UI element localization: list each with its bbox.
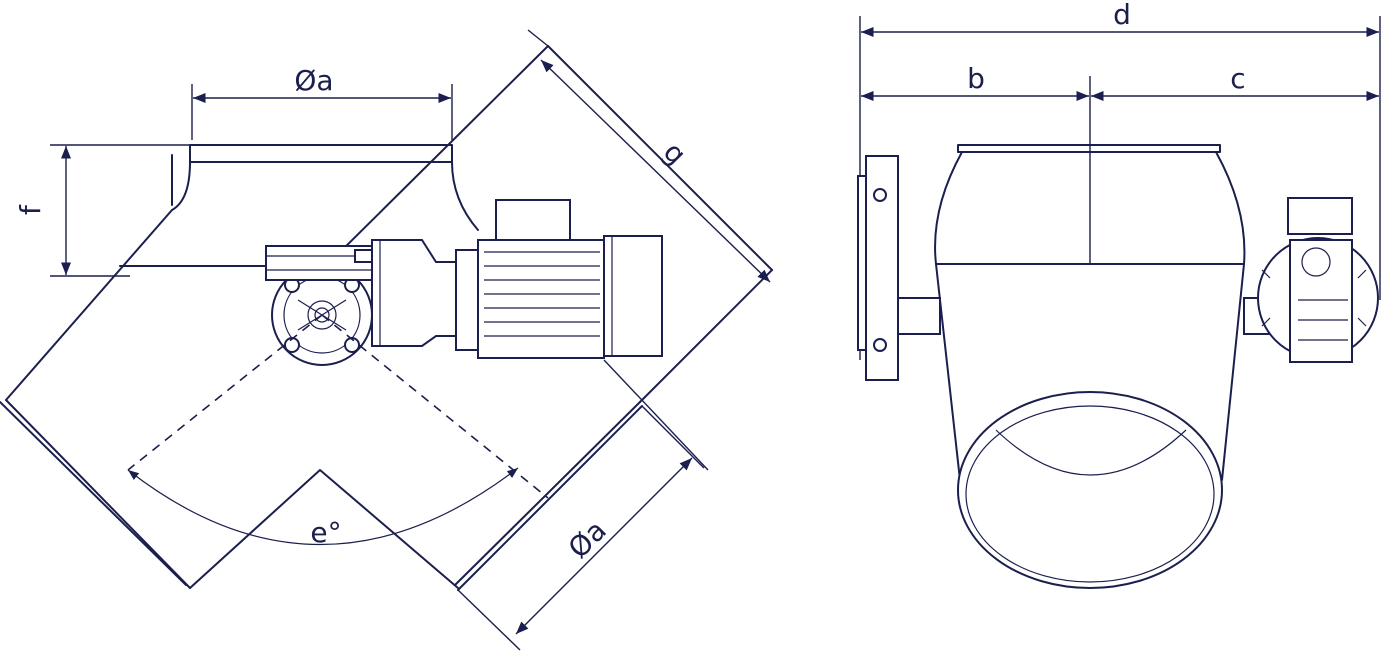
motor	[455, 199, 663, 359]
length-label: g	[657, 135, 693, 171]
dimension-height: f	[14, 144, 190, 277]
left-view: Øa f g e° Øa	[0, 29, 773, 651]
inlet-collar	[171, 144, 479, 231]
outlet-opening	[957, 391, 1223, 589]
dia-outlet-label: Øa	[562, 514, 613, 565]
mounting-plate	[857, 155, 941, 381]
angle-construction	[127, 314, 549, 546]
dimension-dia-top: Øa	[191, 64, 453, 140]
right-part-label: c	[1230, 62, 1245, 95]
gearbox-side	[1243, 197, 1379, 363]
total-width-label: d	[1113, 0, 1131, 31]
dimension-parts: b c	[861, 62, 1379, 264]
valve-body-side	[934, 144, 1246, 481]
dia-top-label: Øa	[294, 64, 333, 97]
dimension-dia-outlet: Øa	[457, 405, 705, 651]
limit-switch	[265, 245, 373, 281]
left-part-label: b	[967, 62, 985, 95]
motor-adapter	[371, 239, 457, 347]
angle-label: e°	[310, 516, 341, 549]
height-label: f	[14, 204, 47, 215]
right-view: d b c	[857, 0, 1381, 589]
